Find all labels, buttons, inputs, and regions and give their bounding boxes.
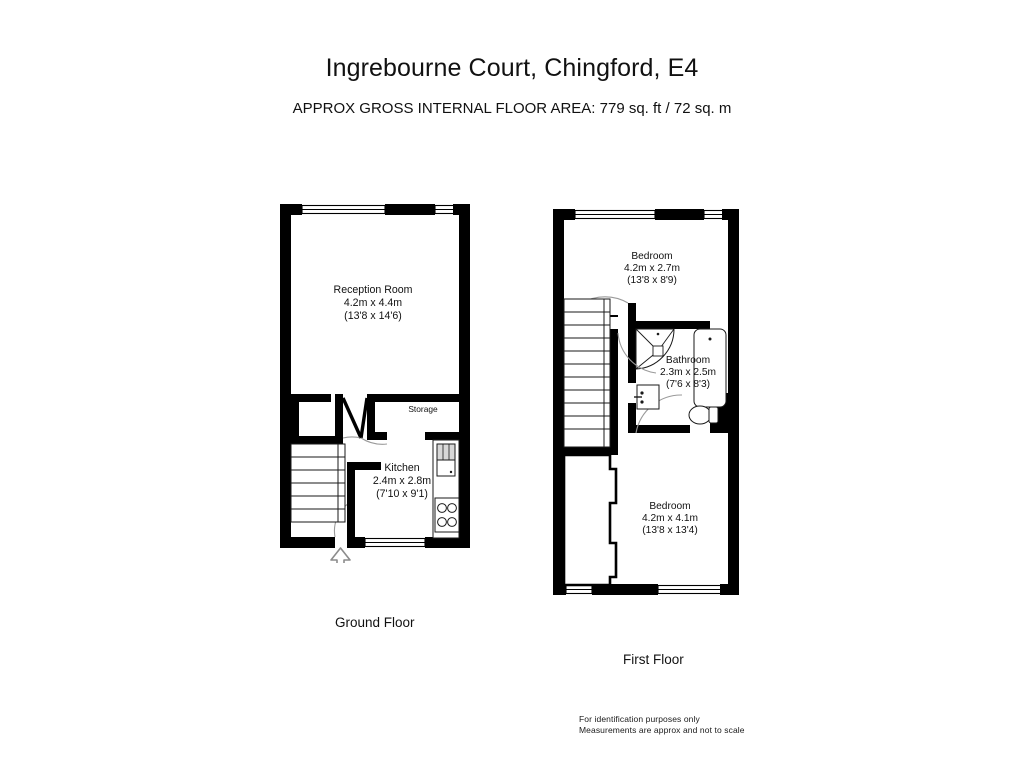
first-floor-caption: First Floor	[623, 652, 684, 667]
shower-tray-icon	[635, 328, 675, 370]
staircase-icon	[290, 443, 346, 523]
exterior-wall-bottom-right-pier	[720, 584, 739, 595]
door-storage	[359, 397, 388, 445]
exterior-wall-left	[553, 209, 564, 595]
reception-room-name: Reception Room	[334, 284, 413, 296]
bedroom-rear-imperial: (13'8 x 13'4)	[642, 525, 697, 536]
kitchen-room-name: Kitchen	[384, 462, 419, 474]
exterior-wall-top-right-pier	[453, 204, 470, 215]
first-floor-drawing: Bedroom 4.2m x 2.7m (13'8 x 8'9) Bathroo…	[553, 209, 739, 595]
ground-floor-drawing: Reception Room 4.2m x 4.4m (13'8 x 14'6)…	[280, 204, 470, 563]
storage-wall-bottom-right	[425, 432, 459, 440]
room-label-kitchen: Kitchen 2.4m x 2.8m (7'10 x 9'1)	[373, 462, 431, 500]
bedroom-rear-metric: 4.2m x 4.1m	[642, 513, 698, 524]
partition-stub	[610, 315, 618, 317]
ground-floor-caption: Ground Floor	[335, 615, 415, 630]
chimney-breast-recess	[562, 453, 618, 587]
exterior-wall-right	[728, 209, 739, 595]
exterior-wall-bottom-left-pier	[553, 584, 566, 595]
bathroom-name: Bathroom	[666, 355, 710, 366]
disclaimer-line-2: Measurements are approx and not to scale	[579, 725, 745, 735]
exterior-wall-bottom-middle-pier	[592, 584, 658, 595]
bedroom-front-metric: 4.2m x 2.7m	[624, 263, 680, 274]
kitchen-sink-icon	[436, 443, 456, 477]
exterior-wall-bottom-pier	[355, 537, 365, 548]
storage-wall-left	[367, 394, 375, 440]
bathroom-wall-left-lower	[628, 403, 636, 433]
room-label-bedroom-rear: Bedroom 4.2m x 4.1m (13'8 x 13'4)	[642, 501, 698, 536]
exterior-wall-bottom-left	[280, 537, 335, 548]
disclaimer-note: For identification purposes only Measure…	[579, 714, 745, 736]
partition-wall-stair-bottom	[564, 447, 618, 455]
exterior-wall-left	[280, 204, 291, 548]
room-label-bathroom: Bathroom 2.3m x 2.5m (7'6 x 8'3)	[660, 355, 716, 390]
partition-wall-hall-top-right	[367, 394, 459, 402]
storage-wall-bottom-left	[367, 432, 387, 440]
page-title: Ingrebourne Court, Chingford, E4	[325, 54, 699, 82]
bathroom-imperial: (7'6 x 8'3)	[666, 379, 710, 390]
floor-area-subtitle: APPROX GROSS INTERNAL FLOOR AREA: 779 sq…	[292, 100, 732, 117]
kitchen-wall-vertical	[347, 462, 355, 540]
storage-room-name: Storage	[408, 404, 438, 414]
entrance-arrow-icon	[330, 547, 351, 563]
bedroom-front-imperial: (13'8 x 8'9)	[627, 275, 677, 286]
wash-basin-icon	[634, 384, 660, 410]
exterior-wall-top-middle-pier	[385, 204, 435, 215]
bedroom-rear-name: Bedroom	[649, 501, 690, 512]
ground-floor-plan: Reception Room 4.2m x 4.4m (13'8 x 14'6)…	[275, 198, 475, 563]
window-front-left	[301, 204, 386, 215]
bathroom-wall-bottom	[628, 425, 690, 433]
exterior-wall-top-left-pier	[553, 209, 575, 220]
bedroom-front-name: Bedroom	[631, 251, 672, 262]
window-rear-right	[657, 584, 725, 595]
bathroom-metric: 2.3m x 2.5m	[660, 367, 716, 378]
bathroom-wall-top	[628, 321, 710, 329]
room-label-reception: Reception Room 4.2m x 4.4m (13'8 x 14'6)	[334, 284, 413, 322]
kitchen-hob-icon	[434, 497, 460, 533]
window-rear-left	[565, 584, 593, 595]
room-label-bedroom-front: Bedroom 4.2m x 2.7m (13'8 x 8'9)	[624, 251, 680, 286]
kitchen-room-imperial: (7'10 x 9'1)	[376, 488, 428, 500]
reception-room-imperial: (13'8 x 14'6)	[344, 310, 402, 322]
plan-header: Ingrebourne Court, Chingford, E4 APPROX …	[0, 0, 1024, 117]
kitchen-wall-horizontal	[347, 462, 381, 470]
reception-room-metric: 4.2m x 4.4m	[344, 297, 402, 309]
partition-wall-landing-right	[610, 329, 618, 455]
exterior-wall-top-right-pier	[722, 209, 739, 220]
disclaimer-line-1: For identification purposes only	[579, 714, 700, 724]
window-front-left	[574, 209, 656, 220]
cupboard-wall-right	[335, 394, 343, 444]
staircase-icon	[563, 298, 611, 448]
window-rear	[364, 537, 426, 548]
exterior-wall-top-left-pier	[280, 204, 302, 215]
partition-wall-hall-top-left	[291, 394, 331, 402]
toilet-icon	[688, 405, 719, 425]
bathroom-wall-left-upper	[628, 321, 636, 383]
exterior-wall-right	[459, 204, 470, 548]
kitchen-room-metric: 2.4m x 2.8m	[373, 475, 431, 487]
cupboard-wall-bottom	[291, 436, 343, 444]
first-floor-plan: Bedroom 4.2m x 2.7m (13'8 x 8'9) Bathroo…	[548, 203, 748, 603]
exterior-wall-bottom-right	[425, 537, 470, 548]
exterior-wall-top-middle-pier	[655, 209, 704, 220]
cupboard-wall-left	[291, 394, 299, 444]
door-bedroom-rear-arc	[617, 332, 657, 374]
